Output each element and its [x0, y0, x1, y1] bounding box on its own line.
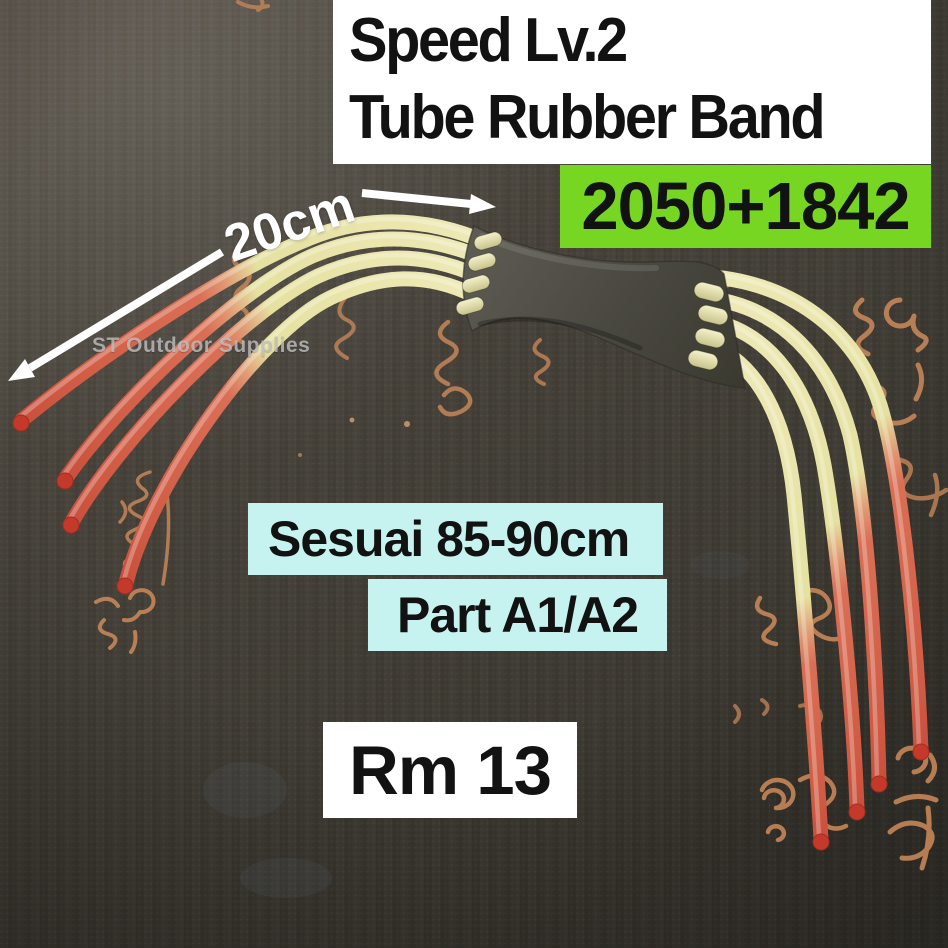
tube-tip [12, 414, 30, 432]
rubber-band-product [12, 219, 930, 851]
arrowhead-right [469, 194, 496, 214]
tube-tip [848, 803, 866, 821]
tube-tip [912, 743, 930, 761]
tube-tip [116, 577, 134, 595]
fit-label: Sesuai 85-90cm [248, 503, 663, 575]
tube-tip [56, 472, 74, 490]
right-tubes [698, 273, 930, 851]
price-label: Rm 13 [323, 722, 577, 818]
tube-tip [870, 775, 888, 793]
model-badge: 2050+1842 [560, 165, 931, 248]
tube-attachment-loops [455, 231, 729, 371]
left-tubes [12, 219, 488, 595]
product-title-line2: Tube Rubber Band [349, 83, 826, 152]
product-title-line1: Speed Lv.2 [349, 6, 628, 75]
tube-tip [812, 833, 830, 851]
watermark: ST Outdoor Supplies [92, 334, 311, 357]
dimension-arrow [8, 189, 496, 381]
title-box: Speed Lv.2 Tube Rubber Band [333, 0, 931, 164]
tube-tip [62, 516, 80, 534]
arrowhead-left [8, 359, 35, 381]
part-label: Part A1/A2 [368, 579, 667, 651]
